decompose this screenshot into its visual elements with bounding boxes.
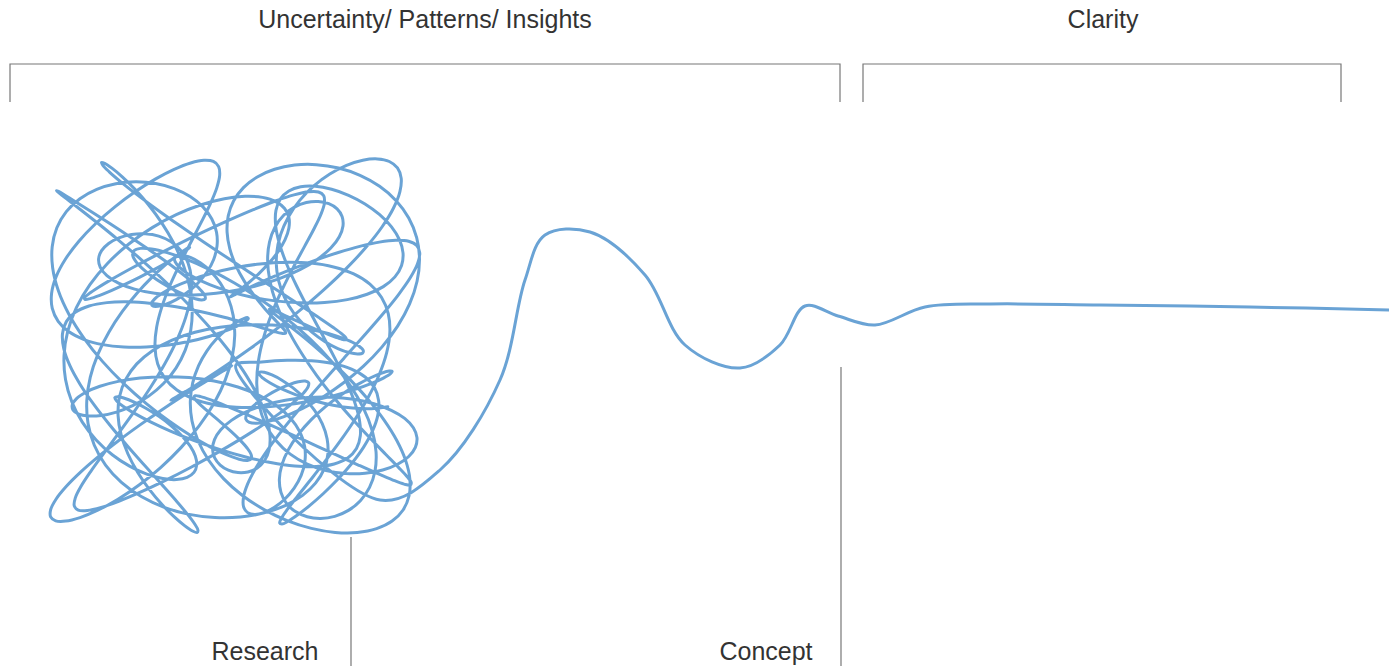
bracket-heading: Clarity	[1068, 4, 1139, 34]
bracket-heading: Uncertainty/ Patterns/ Insights	[258, 4, 591, 34]
phase-label: Research	[212, 636, 319, 666]
tangled-line	[50, 159, 1389, 533]
divider-line	[840, 367, 841, 666]
bracket	[10, 64, 840, 102]
divider-line	[350, 537, 351, 666]
phase-label: Concept	[719, 636, 812, 666]
bracket	[863, 64, 1341, 102]
